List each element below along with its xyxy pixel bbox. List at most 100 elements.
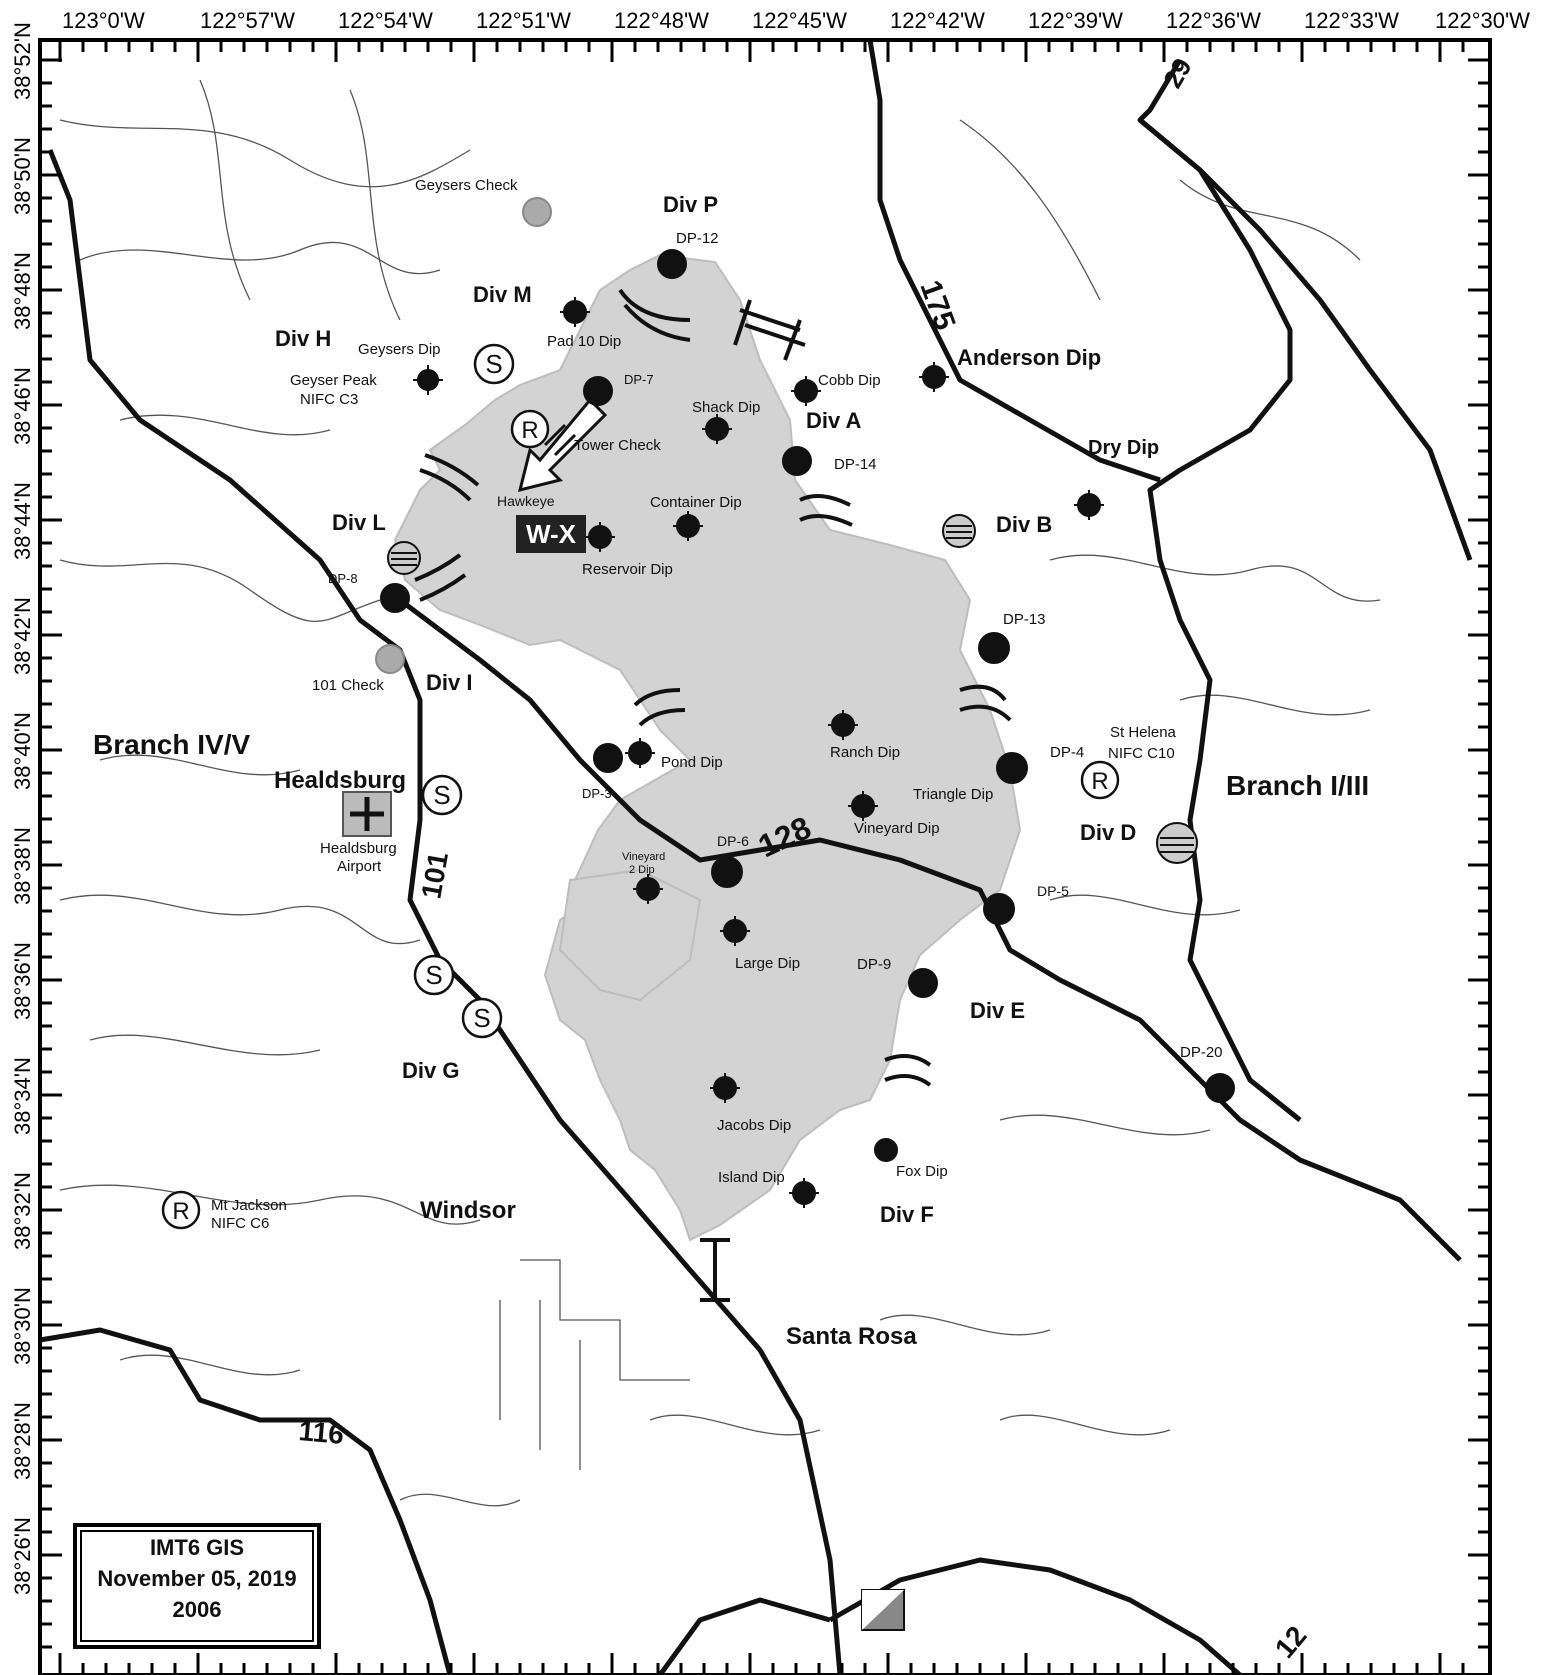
graticule-ticks [40, 40, 1490, 1675]
lon-label: 122°57'W [200, 8, 295, 33]
map-frame [38, 38, 1492, 1675]
town-label-healdsburg: Healdsburg [274, 767, 406, 794]
road-block-symbols [700, 299, 806, 1302]
helispot [387, 541, 421, 575]
div-label: Div G [402, 1058, 459, 1083]
place-label: Ranch Dip [830, 744, 900, 761]
place-label: Dry Dip [1088, 437, 1159, 459]
geysers-check-dot [522, 197, 552, 227]
branch-label-west: Branch IV/V [93, 729, 250, 760]
place-label: Mt Jackson [211, 1197, 287, 1214]
place-label: 101 Check [312, 677, 384, 694]
place-label: Pond Dip [661, 754, 723, 771]
airport-icon [342, 791, 392, 837]
dip-marker [791, 376, 821, 406]
place-label: Airport [337, 858, 382, 875]
lat-label: 38°46'N [10, 367, 35, 445]
rehab-label: R [1091, 768, 1108, 795]
place-label: Geysers Dip [358, 341, 441, 358]
lat-label: 38°34'N [10, 1057, 35, 1135]
helispot [942, 514, 976, 548]
place-label: Tower Check [574, 437, 661, 454]
dip-marker [593, 743, 623, 773]
lat-label: 38°28'N [10, 1402, 35, 1480]
dip-marker [983, 893, 1015, 925]
hwy-29 [1137, 58, 1302, 1122]
div-label: Div M [473, 282, 532, 307]
place-label: DP-5 [1037, 883, 1069, 899]
div-label: Div P [663, 192, 718, 217]
dip-marker [560, 297, 590, 327]
lat-label: 38°42'N [10, 597, 35, 675]
rehab-label: R [172, 1198, 189, 1225]
lat-label: 38°32'N [10, 1172, 35, 1250]
place-label: DP-12 [676, 230, 719, 247]
place-labels: Geysers Check DP-12 Pad 10 Dip Geysers D… [211, 177, 1223, 1232]
rehab-label: R [521, 417, 538, 444]
fire-perimeter-south-lobe [558, 868, 702, 1002]
dip-marker [1205, 1073, 1235, 1103]
dip-marker [625, 738, 655, 768]
dip-marker [720, 916, 750, 946]
place-label: DP-14 [834, 456, 877, 473]
hwy-116 [39, 1327, 453, 1675]
div-label: Div D [1080, 820, 1136, 845]
place-label: DP-20 [1180, 1044, 1223, 1061]
place-label: St Helena [1110, 724, 1177, 741]
div-label: Div H [275, 326, 331, 351]
division-break-arcs [414, 288, 1012, 1087]
place-label: NIFC C3 [300, 391, 358, 408]
place-label: 2 Dip [629, 864, 655, 876]
dip-marker [874, 1138, 898, 1162]
place-label: Island Dip [718, 1169, 785, 1186]
place-label: DP-9 [857, 956, 891, 973]
dip-marker [702, 414, 732, 444]
check-points [375, 197, 552, 674]
lon-label: 123°0'W [62, 8, 145, 33]
div-label: Div E [970, 998, 1025, 1023]
dip-marker [782, 446, 812, 476]
staging-label: S [433, 780, 450, 810]
dip-marker [1074, 490, 1104, 520]
place-label: DP-3 [582, 786, 612, 801]
place-label: DP-13 [1003, 611, 1046, 628]
place-label: DP-8 [328, 571, 358, 586]
credit-box: IMT6 GIS November 05, 2019 2006 [73, 1523, 321, 1649]
branch-label-east: Branch I/III [1226, 770, 1369, 801]
dip-marker [710, 1073, 740, 1103]
dip-site-markers [380, 249, 1235, 1208]
lon-label: 122°45'W [752, 8, 847, 33]
helispot-markers [387, 514, 1198, 864]
credit-line-3: 2006 [173, 1597, 222, 1622]
place-label: Shack Dip [692, 399, 760, 416]
town-label-windsor: Windsor [420, 1197, 516, 1224]
place-label: Reservoir Dip [582, 561, 673, 578]
place-label: Geysers Check [415, 177, 518, 194]
dip-marker [413, 365, 443, 395]
place-label: Hawkeye [497, 493, 555, 509]
minor-roads [59, 79, 1381, 1507]
place-label: Triangle Dip [913, 786, 993, 803]
dip-marker [919, 362, 949, 392]
staging-label: S [485, 349, 502, 379]
place-label: Vineyard [622, 851, 665, 863]
weather-station-box [516, 515, 586, 553]
staging-label: S [425, 960, 442, 990]
place-label: Large Dip [735, 955, 800, 972]
credit-line-2: November 05, 2019 [97, 1566, 296, 1591]
lat-label: 38°36'N [10, 942, 35, 1020]
lat-label: 38°52'N [10, 22, 35, 100]
hwy-101-north [47, 149, 843, 1675]
hwy-29-east [1138, 118, 1473, 561]
hwy-175 [867, 39, 1161, 483]
lon-label: 122°33'W [1304, 8, 1399, 33]
lon-label: 122°42'W [890, 8, 985, 33]
fire-perimeter [393, 253, 1022, 1242]
check-101-dot [375, 644, 405, 674]
dip-marker [585, 522, 615, 552]
weather-station-label: W-X [526, 519, 577, 549]
dip-marker [380, 583, 410, 613]
place-label: Jacobs Dip [717, 1117, 791, 1134]
lat-label: 38°26'N [10, 1517, 35, 1595]
